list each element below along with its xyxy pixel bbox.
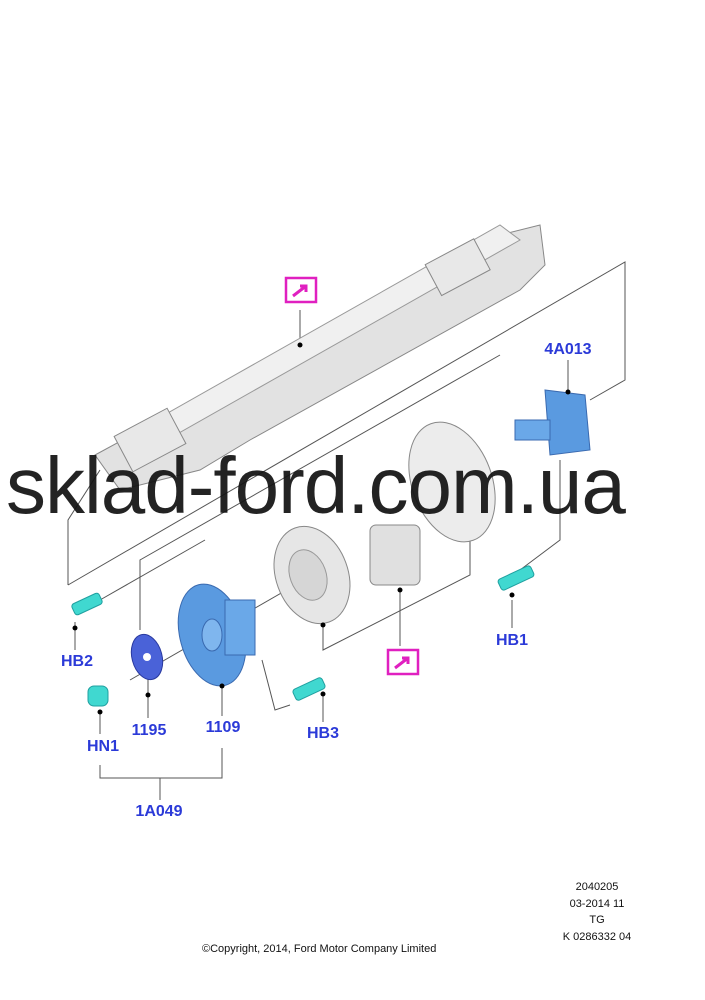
model-code: TG	[589, 914, 605, 926]
wheel-hub-1109	[177, 583, 256, 687]
wheel-spindle-4a013	[514, 389, 591, 456]
brake-caliper	[369, 524, 421, 586]
bolt-hb1	[497, 565, 535, 591]
callout-hb3[interactable]: HB3	[306, 725, 340, 742]
reference-code: K 0286332 04	[562, 930, 632, 943]
info-block: 2040205 03-2014 11 TG K 0286332 04	[563, 879, 632, 945]
illustration-date: 03-2014 11	[569, 897, 625, 910]
callout-hn1[interactable]: HN1	[86, 738, 120, 755]
brake-disc	[273, 525, 351, 625]
callout-hb1[interactable]: HB1	[495, 632, 529, 649]
bolt-hb2	[71, 592, 103, 616]
callout-1a049[interactable]: 1A049	[135, 803, 183, 820]
arrow-icon	[292, 284, 308, 298]
reference-box-top[interactable]	[284, 276, 318, 304]
callout-1109[interactable]: 1109	[205, 719, 241, 736]
watermark: sklad-ford.com.ua	[6, 441, 626, 530]
callout-4a013[interactable]: 4A013	[544, 341, 592, 358]
callout-1195[interactable]: 1195	[131, 722, 167, 739]
washer-1195	[130, 633, 164, 681]
fasteners	[71, 565, 535, 707]
illustration-number: 2040205	[575, 881, 619, 893]
reference-box-bottom[interactable]	[386, 648, 420, 676]
copyright: ©Copyright, 2014, Ford Motor Company Lim…	[202, 943, 437, 955]
arrow-icon	[394, 656, 410, 670]
callout-hb2[interactable]: HB2	[60, 653, 94, 670]
callout-dots	[72, 342, 571, 715]
brake-backing-plate	[408, 421, 496, 543]
nut-hn1	[87, 685, 109, 707]
rear-axle-beam	[94, 224, 546, 491]
bolt-hb3	[292, 677, 326, 701]
leader-lines	[67, 261, 626, 800]
